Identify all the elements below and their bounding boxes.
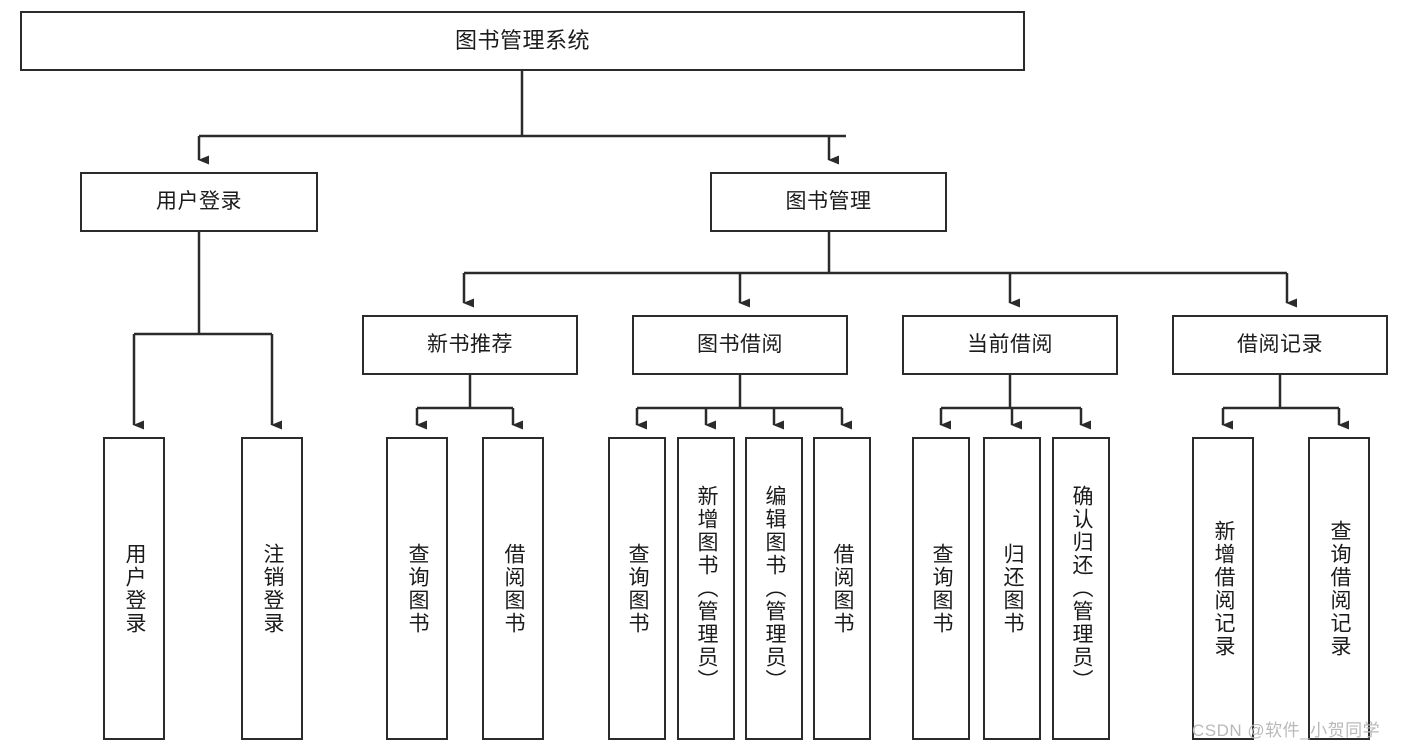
leaf-borrow-add-book-admin[interactable]: 新增图书（管理员） <box>677 437 735 740</box>
leaf-label: 新增图书（管理员） <box>695 485 719 692</box>
leaf-current-return-book[interactable]: 归还图书 <box>983 437 1041 740</box>
leaf-label: 编辑图书（管理员） <box>763 485 787 692</box>
node-label: 图书借阅 <box>697 333 783 357</box>
node-label: 图书管理系统 <box>454 27 590 53</box>
node-label: 用户登录 <box>156 190 242 214</box>
leaf-label: 确认归还（管理员） <box>1070 485 1094 692</box>
leaf-record-add[interactable]: 新增借阅记录 <box>1192 437 1254 740</box>
leaf-label: 查询图书 <box>626 542 650 635</box>
leaf-label: 借阅图书 <box>502 542 526 635</box>
leaf-user-logout[interactable]: 注销登录 <box>241 437 303 740</box>
leaf-current-query-book[interactable]: 查询图书 <box>912 437 970 740</box>
leaf-label: 查询借阅记录 <box>1328 519 1352 658</box>
leaf-borrow-borrow-book[interactable]: 借阅图书 <box>813 437 871 740</box>
leaf-label: 查询图书 <box>930 542 954 635</box>
node-label: 图书管理 <box>785 190 872 214</box>
node-book-management-system[interactable]: 图书管理系统 <box>20 11 1025 71</box>
node-book-management[interactable]: 图书管理 <box>710 172 947 232</box>
leaf-recommend-query-book[interactable]: 查询图书 <box>386 437 448 740</box>
node-user-login[interactable]: 用户登录 <box>80 172 318 232</box>
leaf-recommend-borrow-book[interactable]: 借阅图书 <box>482 437 544 740</box>
node-label: 新书推荐 <box>427 333 513 357</box>
leaf-label: 借阅图书 <box>831 542 855 635</box>
leaf-current-confirm-return-admin[interactable]: 确认归还（管理员） <box>1052 437 1110 740</box>
node-book-borrow[interactable]: 图书借阅 <box>632 315 848 375</box>
leaf-record-query[interactable]: 查询借阅记录 <box>1308 437 1370 740</box>
node-current-borrow[interactable]: 当前借阅 <box>902 315 1118 375</box>
leaf-label: 归还图书 <box>1001 542 1025 635</box>
node-new-book-recommendation[interactable]: 新书推荐 <box>362 315 578 375</box>
node-borrow-record[interactable]: 借阅记录 <box>1172 315 1388 375</box>
leaf-user-login[interactable]: 用户登录 <box>103 437 165 740</box>
node-label: 借阅记录 <box>1237 333 1323 357</box>
leaf-label: 用户登录 <box>123 542 147 635</box>
csdn-watermark: CSDN @软件_小贺同学 <box>1192 721 1381 740</box>
node-label: 当前借阅 <box>967 333 1053 357</box>
leaf-label: 新增借阅记录 <box>1212 519 1236 658</box>
leaf-borrow-query-book[interactable]: 查询图书 <box>608 437 666 740</box>
leaf-label: 查询图书 <box>406 542 430 635</box>
leaf-borrow-edit-book-admin[interactable]: 编辑图书（管理员） <box>745 437 803 740</box>
leaf-label: 注销登录 <box>261 542 285 635</box>
